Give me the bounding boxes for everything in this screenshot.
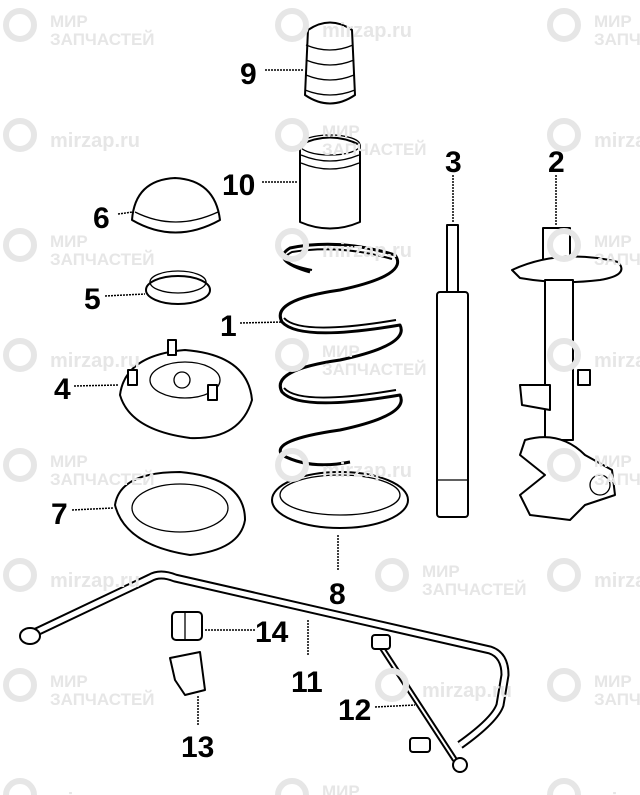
callout-3: 3	[445, 146, 462, 179]
watermark-text: МИР	[322, 122, 360, 141]
watermark-logo-icon	[3, 778, 37, 795]
watermark-text: ЗАПЧАСТЕЙ	[50, 250, 155, 269]
watermark-text: mirzap.ru	[322, 460, 412, 482]
watermark-text: МИР	[594, 12, 632, 31]
watermark-text: МИР	[50, 232, 88, 251]
watermark-text: mirzap.ru	[50, 790, 140, 795]
part-10-dust-boot	[299, 134, 361, 230]
watermark-text: МИР	[322, 342, 360, 361]
watermark-logo-icon	[3, 338, 37, 372]
watermark-text: mirzap.ru	[50, 570, 140, 592]
callout-4: 4	[54, 373, 71, 406]
watermark-logo-icon	[3, 668, 37, 702]
part-1-coil-spring	[278, 242, 403, 467]
watermark-logo-icon	[275, 338, 309, 372]
callout-2: 2	[548, 146, 565, 179]
watermark-text: ЗАПЧАСТЕЙ	[322, 140, 427, 159]
watermark-text: МИР	[594, 452, 632, 471]
watermark-logo-icon	[547, 558, 581, 592]
watermark-text: ЗАПЧАСТЕЙ	[50, 470, 155, 489]
watermark-text: mirzap.ru	[50, 130, 140, 152]
watermark-logo-icon	[547, 448, 581, 482]
watermark-text: ЗАПЧАСТЕЙ	[50, 30, 155, 49]
watermark-text: mirzap.ru	[594, 130, 640, 152]
watermark-logo-icon	[275, 448, 309, 482]
watermark-logo-icon	[3, 118, 37, 152]
callout-14: 14	[255, 616, 289, 649]
part-6-cap	[131, 177, 221, 234]
watermark-logo-icon	[547, 118, 581, 152]
part-13-bracket	[169, 651, 206, 696]
part-9-bump-stop	[304, 21, 356, 105]
callout-9: 9	[240, 58, 257, 91]
watermark-logo-icon	[275, 778, 309, 795]
watermark-text: МИР	[322, 782, 360, 795]
watermark-logo-icon	[375, 558, 409, 592]
watermark-text: mirzap.ru	[322, 20, 412, 42]
watermark-logo-icon	[275, 8, 309, 42]
watermark-logo-icon	[547, 8, 581, 42]
watermark-text: МИР	[50, 452, 88, 471]
watermark-text: mirzap.ru	[50, 350, 140, 372]
watermark-text: mirzap.ru	[594, 790, 640, 795]
watermark-logo-icon	[547, 338, 581, 372]
watermark-logo-icon	[3, 8, 37, 42]
part-12-stabilizer-link	[371, 634, 468, 773]
watermark-text: МИР	[50, 12, 88, 31]
watermark-text: mirzap.ru	[322, 240, 412, 262]
watermark-logo-icon	[275, 118, 309, 152]
watermark-logo-icon	[275, 228, 309, 262]
watermark-text: МИР	[422, 562, 460, 581]
watermark-logo-icon	[547, 228, 581, 262]
watermark-text: ЗАПЧАСТЕЙ	[594, 690, 640, 709]
watermark-text: mirzap.ru	[594, 350, 640, 372]
watermark-logo-icon	[3, 228, 37, 262]
watermark-text: МИР	[594, 232, 632, 251]
callout-13: 13	[181, 731, 214, 764]
watermark-text: ЗАПЧАСТЕЙ	[50, 690, 155, 709]
watermark-text: ЗАПЧАСТЕЙ	[594, 250, 640, 269]
watermark-text: mirzap.ru	[594, 570, 640, 592]
watermark-logo-icon	[547, 668, 581, 702]
watermark-text: mirzap.ru	[422, 680, 512, 702]
part-8-lower-seat	[271, 471, 409, 529]
watermark-text: МИР	[50, 672, 88, 691]
part-3-shock-absorber	[436, 224, 469, 518]
callout-1: 1	[220, 310, 237, 343]
part-5-bearing-ring	[145, 270, 211, 305]
watermark-text: МИР	[594, 672, 632, 691]
callout-6: 6	[93, 202, 110, 235]
watermark-logo-icon	[547, 778, 581, 795]
callout-8: 8	[329, 578, 346, 611]
watermark-text: ЗАПЧАСТЕЙ	[594, 30, 640, 49]
callout-5: 5	[84, 283, 101, 316]
part-4-strut-mount	[119, 339, 253, 440]
part-14-bushing	[171, 611, 203, 641]
part-11-stabilizer-bar	[19, 570, 510, 749]
watermark-logo-icon	[375, 668, 409, 702]
callout-7: 7	[51, 498, 68, 531]
watermark-text: ЗАПЧАСТЕЙ	[322, 360, 427, 379]
callout-12: 12	[338, 694, 371, 727]
watermark-layer: МИРЗАПЧАСТЕЙmirzap.ruМИРЗАПЧАСТЕЙmirzap.…	[3, 8, 640, 795]
leader-lines	[71, 69, 557, 725]
watermark-logo-icon	[3, 448, 37, 482]
watermark-logo-icon	[3, 558, 37, 592]
callout-10: 10	[222, 169, 255, 202]
callout-11: 11	[291, 666, 323, 699]
part-7-spring-seat	[114, 471, 246, 556]
watermark-text: ЗАПЧАСТЕЙ	[422, 580, 527, 599]
watermark-text: ЗАПЧАСТЕЙ	[594, 470, 640, 489]
